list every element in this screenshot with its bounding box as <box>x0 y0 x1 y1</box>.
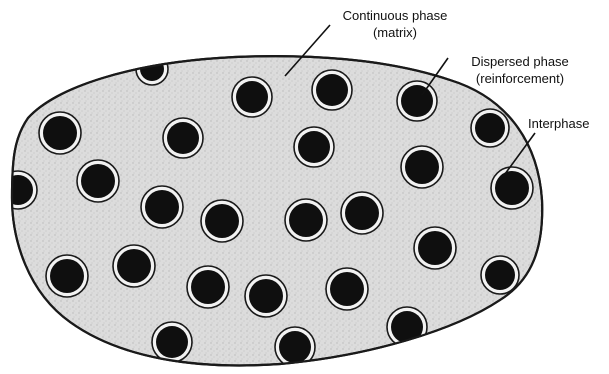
particle-core <box>156 326 188 358</box>
dispersed-phase-subtitle: (reinforcement) <box>449 70 591 87</box>
dispersed-particle <box>397 81 437 121</box>
particle-core <box>345 196 379 230</box>
dispersed-particle <box>481 256 519 294</box>
dispersed-particle <box>39 112 81 154</box>
continuous-phase-title: Continuous phase <box>335 7 455 24</box>
particle-core <box>298 131 330 163</box>
particle-core <box>167 122 199 154</box>
particle-core <box>191 270 225 304</box>
dispersed-phase-title: Dispersed phase <box>449 53 591 70</box>
dispersed-particle <box>414 227 456 269</box>
continuous-phase-label: Continuous phase (matrix) <box>335 7 455 41</box>
particle-core <box>43 116 77 150</box>
particle-core <box>485 260 515 290</box>
particle-core <box>140 57 164 81</box>
particle-core <box>475 113 505 143</box>
dispersed-particle <box>312 70 352 110</box>
dispersed-particle <box>491 167 533 209</box>
particle-core <box>289 203 323 237</box>
dispersed-particle <box>245 275 287 317</box>
dispersed-particle <box>187 266 229 308</box>
dispersed-particle <box>0 171 37 209</box>
particle-core <box>279 331 311 363</box>
dispersed-particle <box>77 160 119 202</box>
particle-core <box>401 85 433 117</box>
dispersed-particle <box>294 127 334 167</box>
particle-core <box>50 259 84 293</box>
dispersed-particle <box>471 109 509 147</box>
dispersed-particle <box>341 192 383 234</box>
dispersed-particle <box>152 322 192 362</box>
particle-core <box>81 164 115 198</box>
interphase-label: Interphase <box>528 115 606 132</box>
dispersed-particle <box>201 200 243 242</box>
particle-core <box>205 204 239 238</box>
dispersed-particle <box>163 118 203 158</box>
continuous-phase-subtitle: (matrix) <box>335 24 455 41</box>
particle-core <box>391 311 423 343</box>
dispersed-particle <box>141 186 183 228</box>
dispersed-particle <box>401 146 443 188</box>
dispersed-particle <box>285 199 327 241</box>
particle-core <box>418 231 452 265</box>
particle-core <box>145 190 179 224</box>
particle-core <box>330 272 364 306</box>
particle-core <box>495 171 529 205</box>
particle-core <box>117 249 151 283</box>
particle-core <box>249 279 283 313</box>
dispersed-particle <box>113 245 155 287</box>
particle-core <box>316 74 348 106</box>
dispersed-particle <box>46 255 88 297</box>
particle-core <box>236 81 268 113</box>
dispersed-phase-label: Dispersed phase (reinforcement) <box>449 53 591 87</box>
particle-core <box>405 150 439 184</box>
dispersed-particle <box>326 268 368 310</box>
dispersed-particle <box>232 77 272 117</box>
particle-core <box>3 175 33 205</box>
